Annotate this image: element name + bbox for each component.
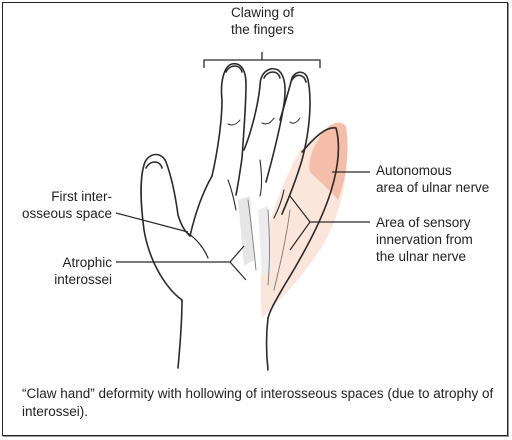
leader-sensory (289, 195, 370, 251)
ring-finger-outline (279, 71, 311, 215)
leader-atrophic (116, 245, 247, 281)
thumb-outline (140, 153, 191, 301)
tendon-line-1 (247, 199, 257, 271)
atrophy-shade-2 (258, 206, 272, 276)
leader-first-interosseous (115, 212, 189, 233)
index-finger-outline (211, 62, 247, 196)
label-autonomous: Autonomous area of ulnar nerve (376, 163, 490, 195)
label-sensory: Area of sensory innervation from the uln… (376, 215, 473, 264)
palm-outline (189, 175, 213, 237)
crease-1 (185, 231, 209, 259)
tendon-line-3 (273, 209, 291, 291)
ring-nail (291, 74, 307, 83)
little-finger-outline (267, 127, 340, 319)
label-first-interosseous: First inter- osseous space (21, 189, 112, 221)
crease-5 (227, 119, 241, 126)
crease-2 (227, 179, 237, 211)
middle-nail (263, 71, 281, 79)
label-clawing: Clawing of the fingers (230, 5, 295, 37)
crease-6 (261, 117, 275, 125)
crease-7 (289, 117, 301, 124)
index-nail (225, 65, 243, 73)
tendon-line-2 (267, 209, 270, 286)
crease-4 (273, 189, 285, 219)
thumbnail (145, 161, 163, 169)
label-atrophic: Atrophic interossei (54, 255, 112, 287)
figure-frame (2, 2, 508, 436)
middle-finger-outline (243, 68, 286, 183)
wrist-outline-right (265, 317, 269, 371)
wrist-outline-left (177, 299, 183, 369)
clawing-bracket (203, 52, 321, 68)
figure-caption: “Claw hand” deformity with hollowing of … (22, 386, 494, 419)
crease-3 (259, 159, 263, 197)
